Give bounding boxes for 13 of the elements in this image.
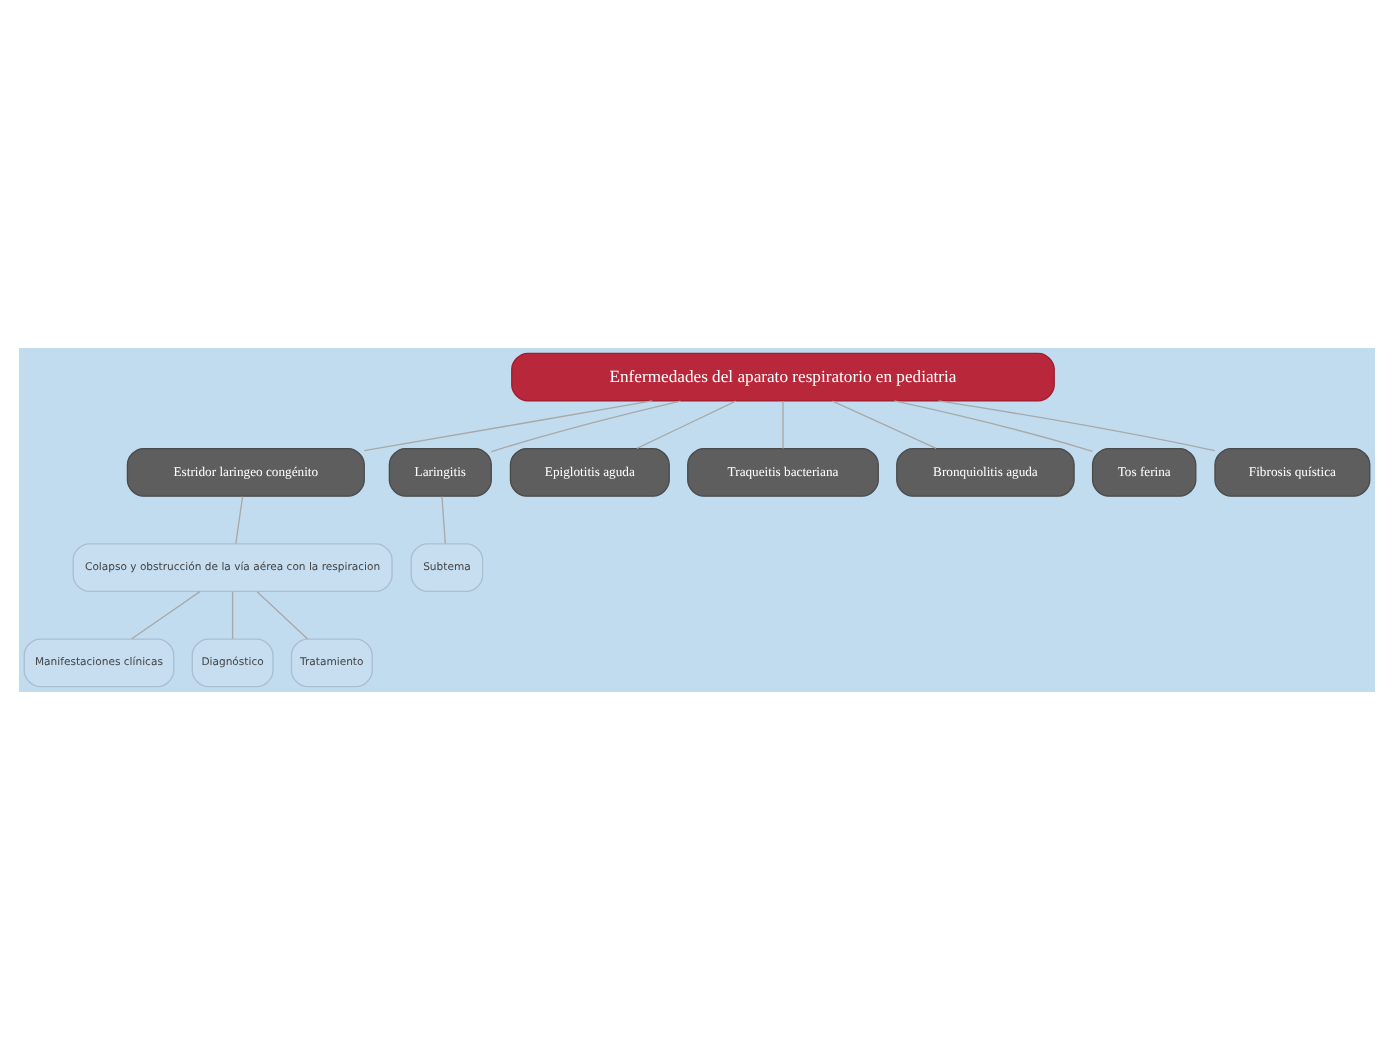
- connector: [893, 400, 1094, 453]
- connector: [937, 400, 1216, 452]
- connector: [235, 495, 244, 545]
- connector: [131, 590, 201, 640]
- connector: [256, 591, 309, 640]
- connector: [831, 400, 937, 450]
- connector: [490, 400, 682, 453]
- connector: [441, 495, 446, 545]
- node-box: Enfermedades del aparato respiratorio en pediatria: [511, 352, 1055, 402]
- connector: [636, 400, 737, 450]
- connector: [782, 400, 784, 450]
- connector: [231, 591, 234, 640]
- connector: [363, 400, 653, 452]
